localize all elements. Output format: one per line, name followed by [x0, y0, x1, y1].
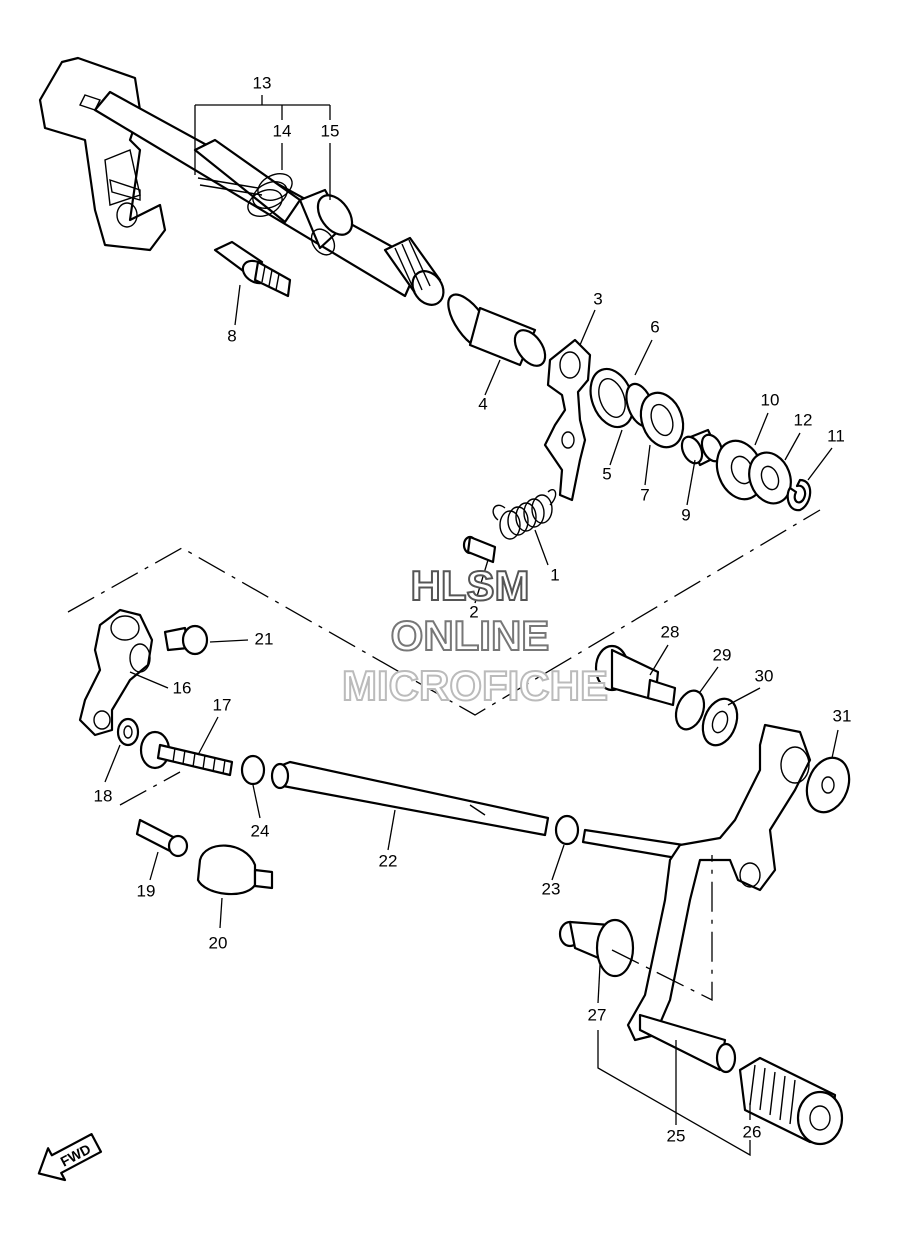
fwd-arrow-icon: FWD	[37, 1133, 103, 1182]
callout-8: 8	[227, 326, 236, 345]
callout-18: 18	[94, 786, 113, 805]
callout-17: 17	[213, 695, 232, 714]
arm-16	[78, 608, 154, 737]
watermark-line-2: ONLINE	[391, 612, 550, 659]
callout-5: 5	[602, 464, 611, 483]
callout-11: 11	[827, 426, 845, 445]
callout-24: 24	[251, 821, 270, 840]
shift-pedal-25	[626, 723, 812, 1074]
callout-19: 19	[137, 881, 156, 900]
watermark: HLSM ONLINE MICROFICHE	[341, 561, 609, 710]
callout-26: 26	[743, 1122, 762, 1141]
callout-6: 6	[650, 317, 659, 336]
bolt-8	[213, 240, 292, 298]
callout-25: 25	[667, 1126, 686, 1145]
bushing-4	[447, 293, 547, 367]
pedal-rubber-26	[738, 1056, 844, 1146]
washer-29	[674, 689, 706, 731]
callout-20: 20	[209, 933, 228, 952]
callout-4: 4	[478, 394, 487, 413]
callout-21: 21	[255, 629, 274, 648]
arm-3	[543, 338, 592, 502]
watermark-line-1: HLSM	[411, 562, 530, 609]
callout-1: 1	[550, 565, 559, 584]
washer-31	[805, 756, 851, 814]
washer-18	[116, 717, 140, 747]
watermark-line-3: MICROFICHE	[342, 662, 608, 709]
callout-22: 22	[379, 851, 398, 870]
collar-9	[680, 428, 724, 467]
washers-5-6-7	[589, 367, 685, 449]
pin-2	[462, 535, 497, 564]
callout-16: 16	[173, 678, 192, 697]
callout-3: 3	[593, 289, 602, 308]
pivot-27	[558, 918, 635, 978]
callout-7: 7	[640, 485, 649, 504]
callout-28: 28	[661, 622, 680, 641]
bolt-19	[135, 818, 189, 858]
shift-rod-22	[270, 760, 550, 837]
callout-27: 27	[588, 1005, 607, 1024]
shift-shaft-assembly	[38, 56, 445, 306]
rod-end-17	[139, 730, 234, 777]
assembly-outline	[67, 509, 821, 716]
callout-15: 15	[321, 121, 340, 140]
callout-13: 13	[253, 73, 272, 92]
washers-10-11-12	[715, 439, 812, 512]
callout-23: 23	[542, 879, 561, 898]
spring-1	[492, 488, 557, 540]
callout-14: 14	[273, 121, 292, 140]
washer-30	[701, 697, 739, 747]
cover-20	[196, 844, 274, 896]
callout-29: 29	[713, 645, 732, 664]
callout-labels: 13 14 15 8 4 3 6 5 7 9 10 12 11 1 2 21 1…	[94, 73, 852, 1145]
nut-24	[240, 754, 266, 786]
bolt-21	[163, 624, 209, 656]
callout-31: 31	[833, 706, 852, 725]
callout-2: 2	[469, 602, 478, 621]
pivot-bolt-28	[594, 644, 677, 707]
callout-9: 9	[681, 505, 690, 524]
callout-10: 10	[761, 390, 780, 409]
callout-30: 30	[755, 666, 774, 685]
callout-12: 12	[794, 410, 813, 429]
leader-lines	[104, 95, 839, 1157]
nut-23	[554, 814, 580, 846]
